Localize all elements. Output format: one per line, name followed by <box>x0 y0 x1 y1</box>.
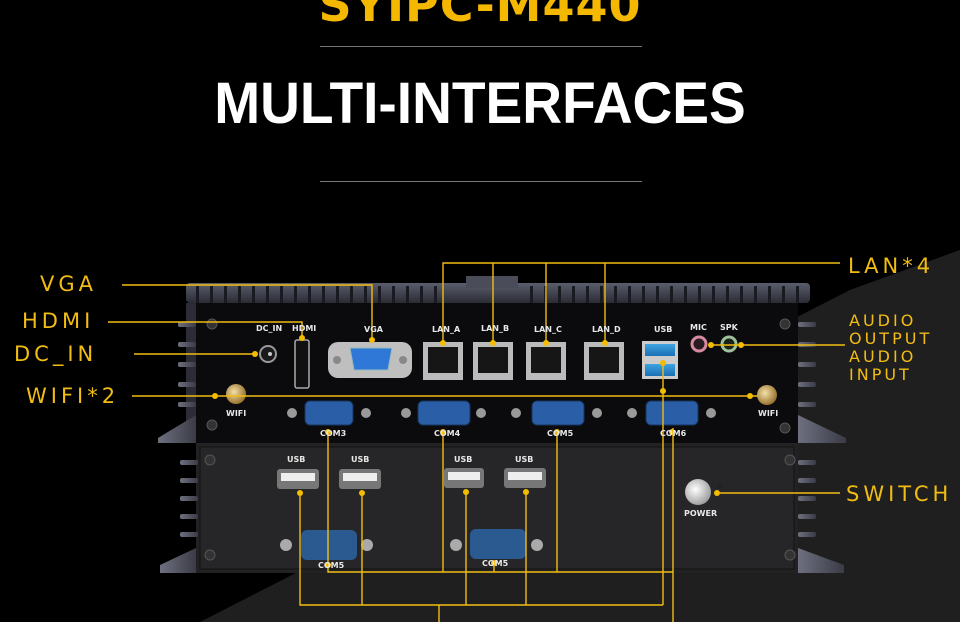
port-label-com-lower-left: COM5 <box>318 561 345 570</box>
callout-audio-line-2: OUTPUT <box>849 329 933 348</box>
port-label-mic: MIC <box>690 323 707 332</box>
port-label-hdmi: HDMI <box>292 324 317 333</box>
page-title: MULTI-INTERFACES <box>214 71 746 136</box>
callout-vga: VGA <box>40 272 98 296</box>
port-label-com5: COM5 <box>547 429 574 438</box>
callout-dc-in: DC_IN <box>14 342 98 366</box>
callout-lan: LAN*4 <box>848 254 935 278</box>
callout-audio-line-4: INPUT <box>849 365 912 384</box>
callout-wifi: WIFI*2 <box>26 384 120 408</box>
port-label-usb-lower-3: USB <box>454 455 473 464</box>
divider-top <box>320 46 642 47</box>
port-label-dc-in: DC_IN <box>256 324 283 333</box>
port-label-com-lower-right: COM5 <box>482 559 509 568</box>
port-label-usb: USB <box>654 325 673 334</box>
port-label-vga: VGA <box>364 325 383 334</box>
callout-audio-line-1: AUDIO <box>849 311 917 330</box>
port-label-usb-lower-4: USB <box>515 455 534 464</box>
model-title: SYIPC-M440 <box>318 0 642 32</box>
port-label-com6: COM6 <box>660 429 687 438</box>
port-label-wifi-right: WIFI <box>758 409 779 418</box>
port-label-wifi-left: WIFI <box>226 409 247 418</box>
callout-hdmi: HDMI <box>22 309 95 333</box>
port-label-lan-d: LAN_D <box>592 325 621 334</box>
divider-bottom <box>320 181 642 182</box>
port-label-lan-c: LAN_C <box>534 325 562 334</box>
callout-audio-line-3: AUDIO <box>849 347 917 366</box>
port-label-lan-b: LAN_B <box>481 324 510 333</box>
port-label-spk: SPK <box>720 323 738 332</box>
port-label-lan-a: LAN_A <box>432 325 461 334</box>
callout-switch: SWITCH <box>846 482 953 506</box>
port-label-usb-lower-2: USB <box>351 455 370 464</box>
port-label-com3: COM3 <box>320 429 347 438</box>
port-label-power: POWER <box>684 509 718 518</box>
port-label-usb-lower-1: USB <box>287 455 306 464</box>
port-label-com4: COM4 <box>434 429 461 438</box>
